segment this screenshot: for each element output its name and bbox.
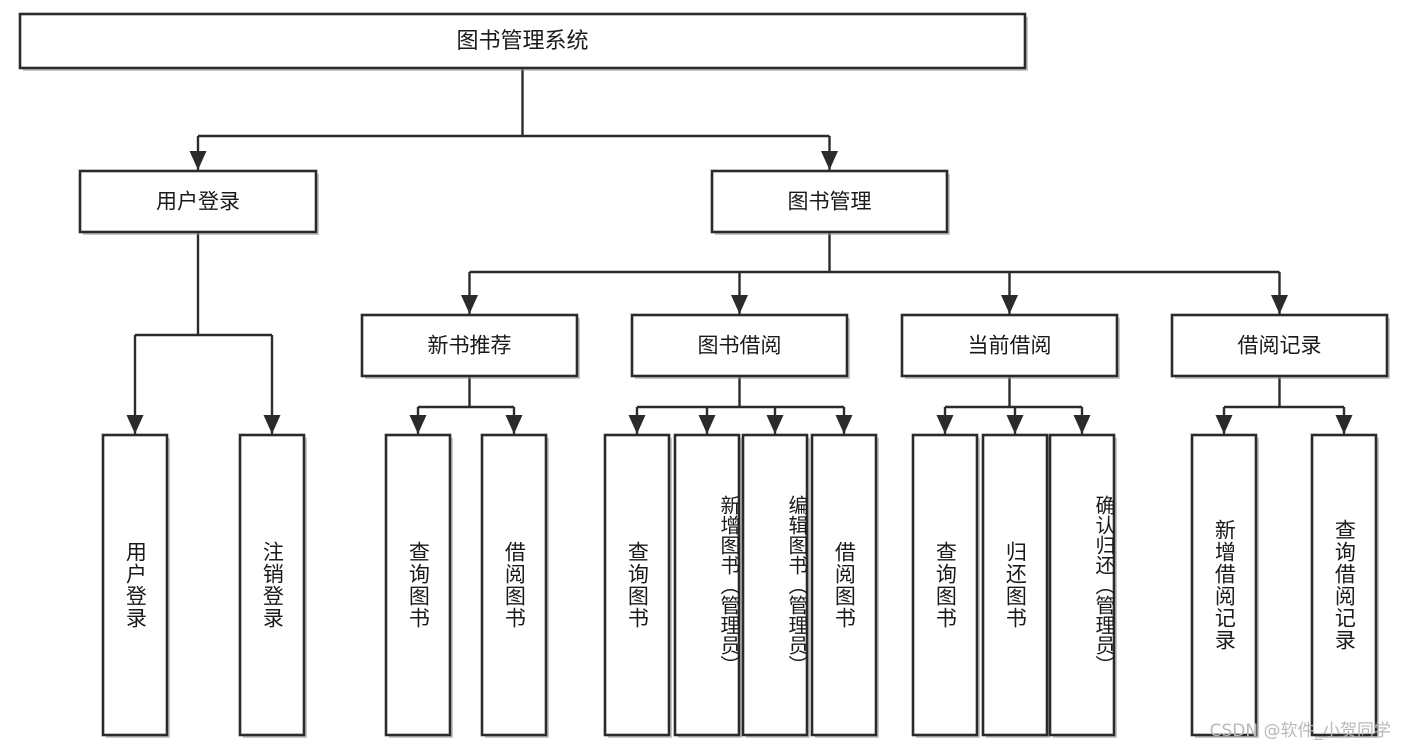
arrow-head-icon: [1073, 415, 1091, 434]
arrow-head-icon: [835, 415, 853, 434]
connector-layer: [126, 68, 1353, 434]
arrow-head-icon: [461, 295, 478, 314]
node-borrow-record[interactable]: 借阅记录: [1170, 313, 1390, 379]
arrow-head-icon: [766, 415, 784, 434]
node-book-manage[interactable]: 图书管理: [710, 169, 950, 235]
arrow-head-icon: [731, 295, 748, 314]
node-leaf-user-login[interactable]: [101, 433, 170, 738]
arrow-head-icon: [936, 415, 954, 434]
node-leaf-query-book-2[interactable]: [603, 433, 672, 738]
arrow-head-icon: [1271, 295, 1288, 314]
node-leaf-user-logout[interactable]: [238, 433, 307, 738]
arrow-head-icon: [628, 415, 646, 434]
arrow-head-icon: [263, 415, 281, 434]
node-label: 新书推荐: [428, 334, 512, 358]
node-leaf-add-record[interactable]: [1190, 433, 1259, 738]
arrow-head-icon: [1215, 415, 1233, 434]
node-current-borrow[interactable]: 当前借阅: [900, 313, 1120, 379]
arrow-head-icon: [505, 415, 523, 434]
node-leaf-add-book[interactable]: [673, 433, 742, 738]
node-label: 图书管理系统: [456, 29, 588, 54]
arrow-head-icon: [1335, 415, 1353, 434]
node-label: 图书管理: [788, 190, 872, 214]
node-leaf-query-record[interactable]: [1310, 433, 1379, 738]
node-label: 用户登录: [156, 190, 240, 214]
arrow-head-icon: [821, 151, 838, 170]
node-leaf-edit-book[interactable]: [741, 433, 810, 738]
node-leaf-query-book-1[interactable]: [384, 433, 453, 738]
arrow-head-icon: [1006, 415, 1024, 434]
node-user-login[interactable]: 用户登录: [78, 169, 319, 235]
arrow-head-icon: [698, 415, 716, 434]
node-new-book-recommend[interactable]: 新书推荐: [360, 313, 580, 379]
node-leaf-borrow-book-2[interactable]: [810, 433, 879, 738]
node-label: 图书借阅: [698, 334, 782, 358]
arrow-head-icon: [1001, 295, 1018, 314]
node-label: 借阅记录: [1238, 334, 1322, 358]
node-leaf-confirm-return[interactable]: [1048, 433, 1117, 738]
node-leaf-return-book[interactable]: [981, 433, 1050, 738]
node-leaf-borrow-book-1[interactable]: [480, 433, 549, 738]
arrow-head-icon: [409, 415, 427, 434]
node-root-system[interactable]: 图书管理系统: [18, 12, 1028, 71]
watermark: CSDN @软件_小贺同学: [1209, 721, 1391, 741]
node-label: 当前借阅: [968, 334, 1052, 358]
arrow-head-icon: [189, 151, 207, 170]
node-book-borrow[interactable]: 图书借阅: [630, 313, 850, 379]
node-leaf-query-book-3[interactable]: [911, 433, 980, 738]
arrow-head-icon: [126, 415, 144, 434]
